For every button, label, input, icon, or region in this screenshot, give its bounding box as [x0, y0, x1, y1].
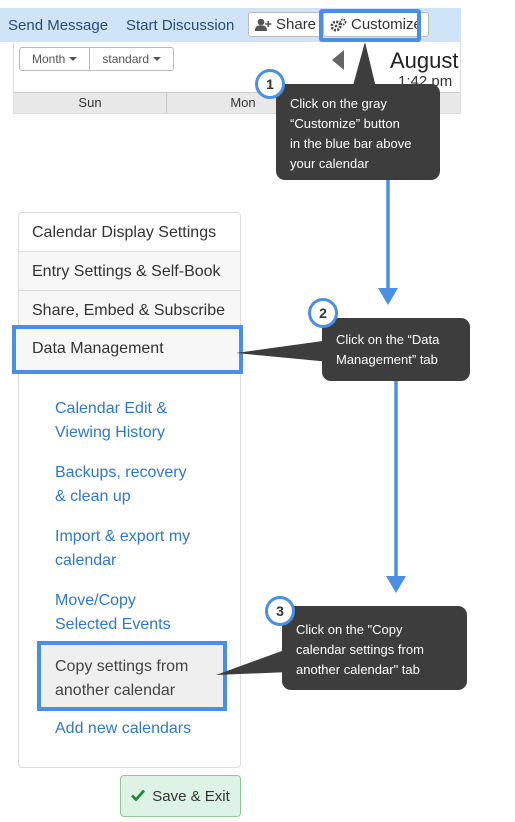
customize-label: Customize: [351, 16, 422, 33]
view-select[interactable]: Month: [20, 48, 89, 70]
callout-line: “Customize” button: [290, 116, 400, 131]
style-select[interactable]: standard: [89, 48, 173, 70]
share-label: Share: [276, 16, 317, 33]
link-backups-recovery[interactable]: Backups, recovery & clean up: [55, 461, 187, 509]
caret-down-icon: [69, 57, 78, 61]
link-line: Import & export my: [55, 528, 191, 545]
callout-line: calendar settings from: [296, 642, 424, 657]
share-button[interactable]: Share: [248, 12, 324, 37]
step-number-1: 1: [255, 69, 285, 99]
link-line: Move/Copy: [55, 592, 136, 609]
link-add-new-calendars[interactable]: Add new calendars: [55, 717, 191, 741]
callout-1: Click on the gray “Customize” button in …: [276, 84, 440, 180]
link-line: Copy settings from: [55, 658, 189, 675]
style-select-label: standard: [102, 52, 150, 66]
add-user-icon: [255, 18, 272, 31]
link-line: Add new calendars: [55, 720, 192, 737]
callout-line: your calendar: [290, 156, 369, 171]
link-line: Backups, recovery: [55, 464, 187, 481]
start-discussion-link[interactable]: Start Discussion: [126, 17, 235, 34]
send-message-link[interactable]: Send Message: [8, 17, 109, 34]
callout-3: Click on the "Copy calendar settings fro…: [282, 606, 467, 690]
link-line: & clean up: [55, 488, 131, 505]
link-import-export[interactable]: Import & export my calendar: [55, 525, 190, 573]
tab-calendar-display-settings[interactable]: Calendar Display Settings: [19, 213, 240, 252]
link-line: calendar: [55, 552, 117, 569]
link-line: Viewing History: [55, 424, 165, 441]
top-toolbar: Send Message Start Discussion Share Cust…: [0, 8, 461, 42]
tab-share-embed-subscribe[interactable]: Share, Embed & Subscribe: [19, 291, 240, 330]
gears-icon: [330, 18, 347, 32]
view-options: Month standard: [19, 47, 175, 71]
prev-arrow-icon[interactable]: [332, 50, 344, 70]
link-line: another calendar: [55, 682, 176, 699]
save-exit-label: Save & Exit: [152, 787, 230, 805]
callout-line: Click on the "Copy: [296, 622, 403, 637]
link-edit-viewing-history[interactable]: Calendar Edit & Viewing History: [55, 397, 167, 445]
link-line: Selected Events: [55, 616, 171, 633]
callout-2: Click on the “Data Management” tab: [322, 318, 470, 381]
callout-line: in the blue bar above: [290, 136, 412, 151]
callout-line: Management” tab: [336, 352, 438, 367]
step-number-3: 3: [265, 596, 295, 626]
month-title: August: [390, 48, 459, 73]
save-exit-button[interactable]: Save & Exit: [120, 775, 241, 817]
day-header-sun: Sun: [14, 93, 167, 113]
tab-entry-settings[interactable]: Entry Settings & Self-Book: [19, 252, 240, 291]
callout-line: Click on the gray: [290, 96, 387, 111]
check-icon: [131, 788, 146, 805]
callout-line: another calendar" tab: [296, 662, 420, 677]
customize-highlight: [319, 9, 421, 42]
step-number-2: 2: [308, 298, 338, 328]
link-copy-settings[interactable]: Copy settings from another calendar: [37, 641, 227, 711]
link-move-copy-events[interactable]: Move/Copy Selected Events: [55, 589, 171, 637]
caret-down-icon: [153, 57, 162, 61]
customize-button[interactable]: Customize: [323, 12, 429, 37]
tab-data-management[interactable]: Data Management: [12, 325, 243, 374]
callout-line: Click on the “Data: [336, 332, 440, 347]
view-select-label: Month: [32, 52, 66, 66]
link-line: Calendar Edit &: [55, 400, 168, 417]
copy-settings-label: Copy settings from another calendar: [55, 655, 188, 703]
